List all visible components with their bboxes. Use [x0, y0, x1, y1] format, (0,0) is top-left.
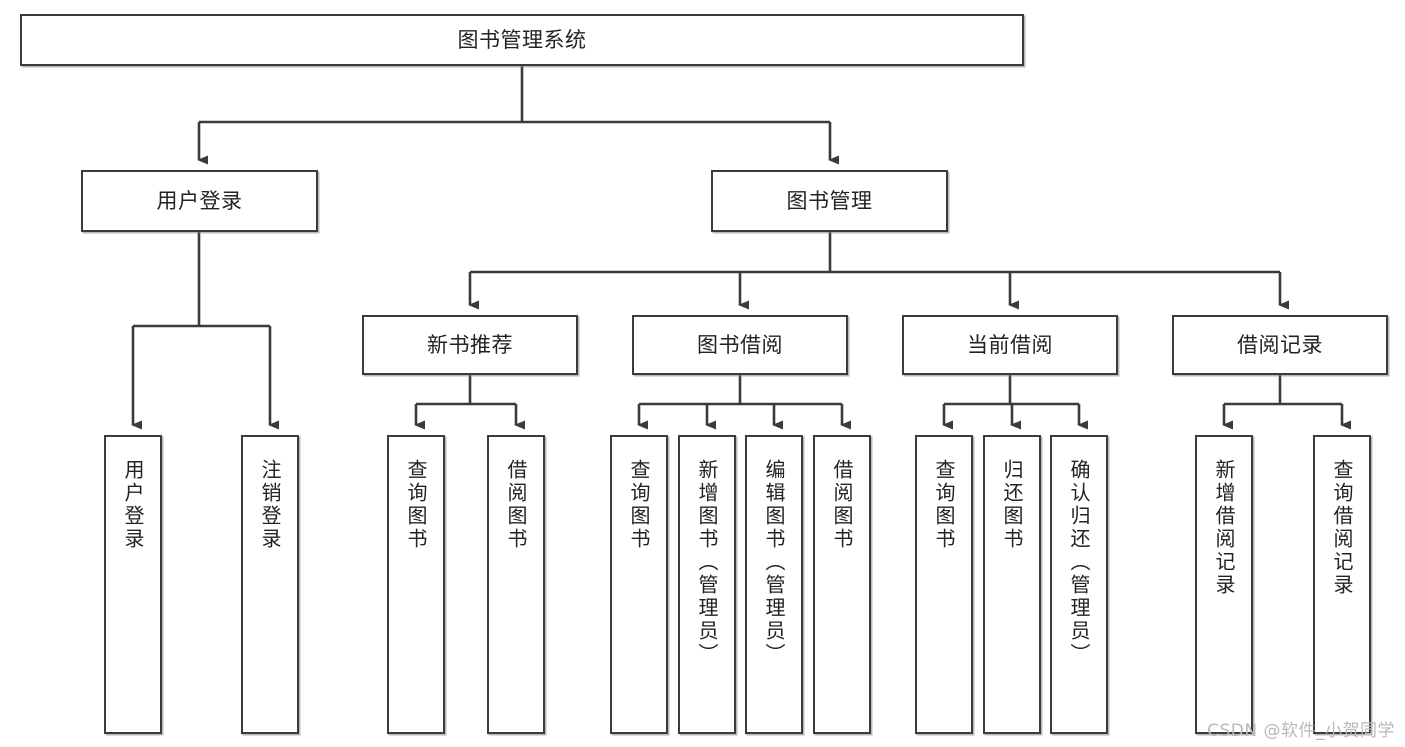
- node-leaf-add-record-label: 新增借阅记录: [1212, 459, 1236, 597]
- node-leaf-user-login[interactable]: 用户登录: [104, 435, 162, 734]
- node-leaf-edit-book-label: 编辑图书（管理员）: [762, 459, 786, 666]
- node-leaf-query-book-2[interactable]: 查询图书: [610, 435, 668, 734]
- node-leaf-borrow-book-1[interactable]: 借阅图书: [487, 435, 545, 734]
- node-book-manage-label: 图书管理: [786, 188, 873, 213]
- node-leaf-user-logout[interactable]: 注销登录: [241, 435, 299, 734]
- node-book-borrow[interactable]: 图书借阅: [632, 315, 848, 375]
- node-leaf-query-book-3[interactable]: 查询图书: [915, 435, 973, 734]
- node-leaf-confirm-return-label: 确认归还（管理员）: [1067, 459, 1091, 666]
- node-leaf-query-book-2-label: 查询图书: [627, 459, 651, 551]
- node-leaf-edit-book[interactable]: 编辑图书（管理员）: [745, 435, 803, 734]
- node-book-borrow-label: 图书借阅: [697, 332, 783, 357]
- node-leaf-query-record[interactable]: 查询借阅记录: [1313, 435, 1371, 734]
- node-new-book-rec-label: 新书推荐: [427, 332, 513, 357]
- node-root-label: 图书管理系统: [457, 27, 587, 52]
- node-user-login-label: 用户登录: [156, 188, 243, 213]
- node-new-book-rec[interactable]: 新书推荐: [362, 315, 578, 375]
- node-borrow-record-label: 借阅记录: [1237, 332, 1323, 357]
- node-root[interactable]: 图书管理系统: [20, 14, 1024, 66]
- node-current-borrow-label: 当前借阅: [967, 332, 1053, 357]
- node-current-borrow[interactable]: 当前借阅: [902, 315, 1118, 375]
- node-borrow-record[interactable]: 借阅记录: [1172, 315, 1388, 375]
- node-leaf-return-book[interactable]: 归还图书: [983, 435, 1041, 734]
- node-leaf-query-book-3-label: 查询图书: [932, 459, 956, 551]
- node-leaf-query-record-label: 查询借阅记录: [1330, 459, 1354, 597]
- node-leaf-user-login-label: 用户登录: [121, 459, 145, 551]
- node-leaf-user-logout-label: 注销登录: [258, 459, 282, 551]
- node-leaf-query-book-1[interactable]: 查询图书: [387, 435, 445, 734]
- node-leaf-borrow-book-2-label: 借阅图书: [830, 459, 854, 551]
- csdn-watermark: CSDN @软件_小贺同学: [1207, 721, 1395, 741]
- node-leaf-add-book[interactable]: 新增图书（管理员）: [678, 435, 736, 734]
- node-leaf-add-book-label: 新增图书（管理员）: [695, 459, 719, 666]
- node-user-login[interactable]: 用户登录: [81, 170, 318, 232]
- node-leaf-add-record[interactable]: 新增借阅记录: [1195, 435, 1253, 734]
- node-leaf-return-book-label: 归还图书: [1000, 459, 1024, 551]
- node-leaf-query-book-1-label: 查询图书: [404, 459, 428, 551]
- node-leaf-borrow-book-1-label: 借阅图书: [504, 459, 528, 551]
- node-leaf-borrow-book-2[interactable]: 借阅图书: [813, 435, 871, 734]
- node-book-manage[interactable]: 图书管理: [711, 170, 948, 232]
- node-leaf-confirm-return[interactable]: 确认归还（管理员）: [1050, 435, 1108, 734]
